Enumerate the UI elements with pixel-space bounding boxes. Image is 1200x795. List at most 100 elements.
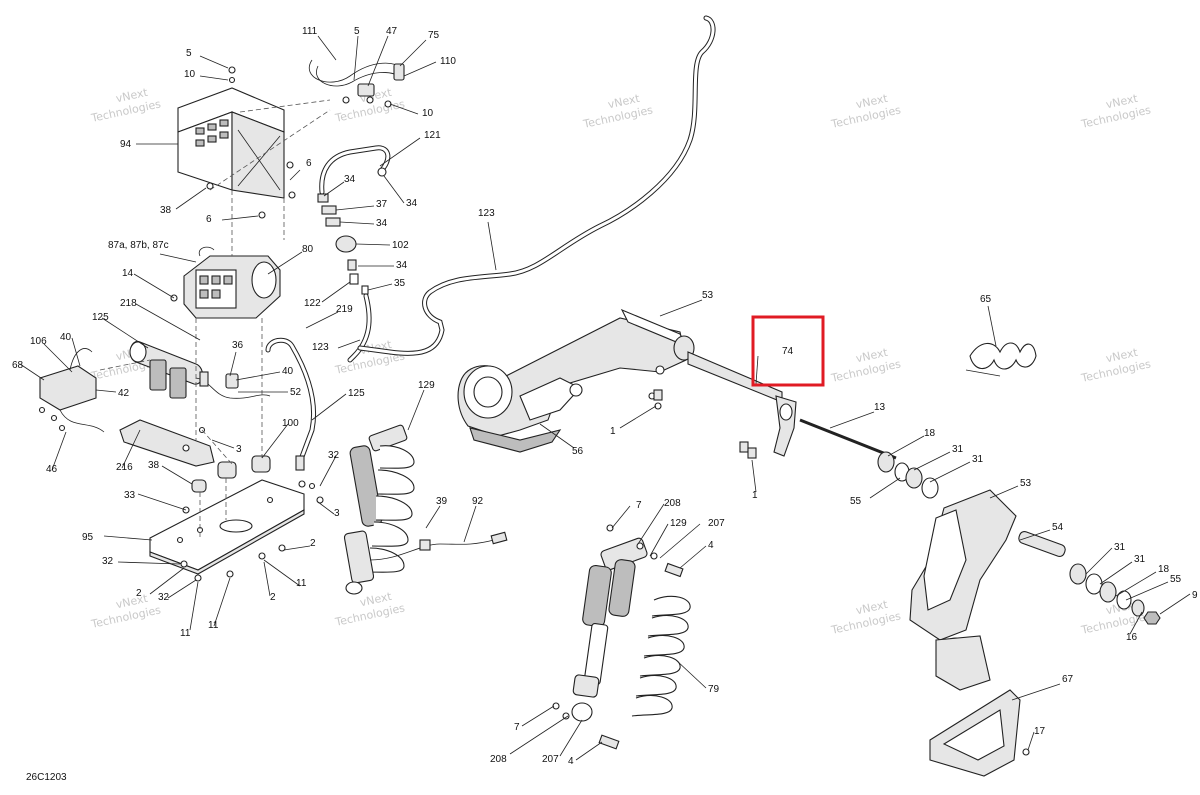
callout-5: 5 <box>186 48 192 59</box>
callout-34: 34 <box>396 260 408 271</box>
diagram-reference-code: 26C1203 <box>26 772 67 783</box>
callout-34: 34 <box>376 218 388 229</box>
callout-125: 125 <box>92 312 109 323</box>
callout-1: 1 <box>610 426 616 437</box>
callout-208: 208 <box>664 498 681 509</box>
callout-129: 129 <box>418 380 435 391</box>
base-plate-95[interactable] <box>149 479 324 582</box>
callout-11: 11 <box>208 620 219 631</box>
callout-92: 92 <box>472 496 484 507</box>
cross-shaft-74[interactable] <box>687 351 797 457</box>
callout-7: 7 <box>636 500 642 511</box>
callout-79: 79 <box>708 684 720 695</box>
callout-100: 100 <box>282 418 299 429</box>
callout-31: 31 <box>952 444 964 455</box>
assembly-guides <box>99 99 331 540</box>
callout-65: 65 <box>980 294 992 305</box>
callout-17: 17 <box>1034 726 1046 737</box>
air-line-123[interactable] <box>357 15 716 356</box>
callout-3: 3 <box>334 508 340 519</box>
callout-6: 6 <box>206 214 212 225</box>
callout-102: 102 <box>392 240 409 251</box>
callout-208: 208 <box>490 754 507 765</box>
callout-67: 67 <box>1062 674 1074 685</box>
callout-5: 5 <box>354 26 360 37</box>
cable-92[interactable] <box>369 531 508 561</box>
callout-4: 4 <box>568 756 574 767</box>
callout-34: 34 <box>344 174 356 185</box>
callout-74: 74 <box>782 346 794 357</box>
tank-bracket-216[interactable] <box>119 419 215 467</box>
callout-7: 7 <box>514 722 520 733</box>
callout-31: 31 <box>1134 554 1146 565</box>
callout-42: 42 <box>118 388 130 399</box>
callout-123: 123 <box>478 208 495 219</box>
callout-40: 40 <box>282 366 294 377</box>
leader-lines <box>19 35 1191 761</box>
callout-68: 68 <box>12 360 24 371</box>
air-hose-assembly[interactable] <box>317 145 391 363</box>
callout-13: 13 <box>874 402 886 413</box>
bearing-stack-upper[interactable] <box>877 451 939 499</box>
callout-11: 11 <box>180 628 191 639</box>
callout-56: 56 <box>572 446 584 457</box>
callout-18: 18 <box>924 428 936 439</box>
callout-16: 16 <box>1126 632 1138 643</box>
callout-18: 18 <box>1158 564 1170 575</box>
callout-106: 106 <box>30 336 47 347</box>
rubber-mount-100[interactable] <box>191 455 271 493</box>
callout-123: 123 <box>312 342 329 353</box>
callout-121: 121 <box>424 130 441 141</box>
bearing-stack-lower[interactable] <box>1017 530 1161 625</box>
callout-75: 75 <box>428 30 440 41</box>
callout-6: 6 <box>306 158 312 169</box>
callout-39: 39 <box>436 496 448 507</box>
air-tank[interactable] <box>129 341 271 399</box>
callout-38: 38 <box>160 205 172 216</box>
sensor-bracket-68[interactable] <box>38 348 105 433</box>
callout-55: 55 <box>850 496 862 507</box>
callout-207: 207 <box>708 518 725 529</box>
coil-spring-79[interactable] <box>631 595 691 717</box>
callout-111: 111 <box>302 26 318 37</box>
callout-219: 219 <box>336 304 353 315</box>
callout-34: 34 <box>406 198 418 209</box>
callout-55: 55 <box>1170 574 1182 585</box>
front-shock-absorber[interactable] <box>552 524 684 750</box>
electrical-box-94[interactable] <box>177 66 296 219</box>
callout-37: 37 <box>376 199 388 210</box>
callout-10: 10 <box>184 69 196 80</box>
callout-80: 80 <box>302 244 314 255</box>
rear-shock-absorber-129[interactable] <box>343 424 415 595</box>
callout-32: 32 <box>158 592 170 603</box>
bolts-1[interactable] <box>653 389 757 459</box>
callout-38: 38 <box>148 460 160 471</box>
callout-2: 2 <box>136 588 142 599</box>
torsion-spring-65[interactable] <box>965 342 1037 377</box>
callout-33: 33 <box>124 490 136 501</box>
callout-4: 4 <box>708 540 714 551</box>
callout-40: 40 <box>60 332 72 343</box>
callout-47: 47 <box>386 26 398 37</box>
rear-arm-53[interactable] <box>909 489 1017 691</box>
air-line-125[interactable] <box>225 337 317 471</box>
callout-52: 52 <box>290 387 302 398</box>
callout-129: 129 <box>670 518 687 529</box>
callout-46: 46 <box>46 464 58 475</box>
air-compressor-80[interactable] <box>170 246 281 319</box>
front-swing-arm-56[interactable] <box>457 317 687 453</box>
callout-87a-87b-87c: 87a, 87b, 87c <box>108 240 169 251</box>
callout-11: 11 <box>296 578 307 589</box>
callout-10: 10 <box>422 108 434 119</box>
long-bolt-13[interactable] <box>799 418 897 460</box>
callout-31: 31 <box>1114 542 1126 553</box>
skid-plate-67[interactable] <box>929 689 1030 777</box>
callout-207: 207 <box>542 754 559 765</box>
callout-1: 1 <box>752 490 758 501</box>
callout-35: 35 <box>394 278 406 289</box>
wire-harness-111[interactable] <box>309 59 405 108</box>
callout-216: 216 <box>116 462 133 473</box>
callout-32: 32 <box>328 450 340 461</box>
